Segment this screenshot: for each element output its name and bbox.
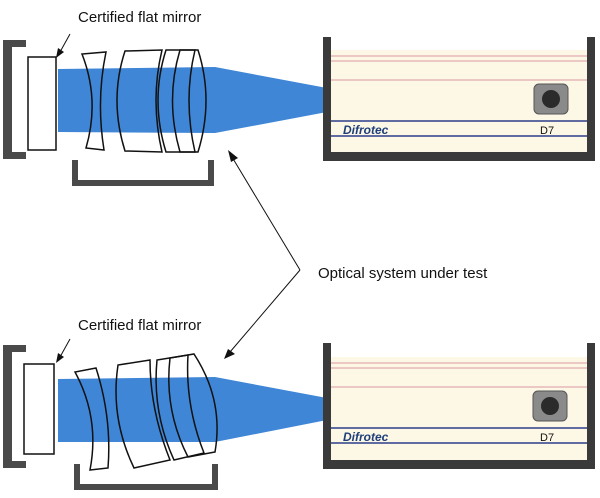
top-mirror-pointer-head <box>56 48 64 58</box>
top-flat-mirror <box>27 56 57 151</box>
top-instrument-button-knob <box>542 90 560 108</box>
bottom-lens-3 <box>155 354 206 461</box>
bottom-setup: Difrotec D7 Certified flat mirror <box>3 317 595 490</box>
bottom-lens-1 <box>73 367 110 471</box>
top-lens-4 <box>171 49 207 153</box>
top-beam <box>58 67 327 133</box>
bottom-lens-2 <box>115 359 172 469</box>
top-instrument: Difrotec D7 <box>323 37 595 161</box>
bottom-instrument-model: D7 <box>540 432 554 444</box>
top-setup: Difrotec D7 Certified flat mirror <box>3 9 595 186</box>
system-under-test-callout: Optical system under test <box>224 150 488 359</box>
bottom-mirror-label: Certified flat mirror <box>78 317 201 334</box>
top-instrument-brand: Difrotec <box>343 123 389 137</box>
bottom-instrument-button-knob <box>541 397 559 415</box>
callout-arrow-down <box>224 349 235 359</box>
top-mirror-label: Certified flat mirror <box>78 9 201 26</box>
bottom-mirror-pointer-head <box>56 353 64 363</box>
top-instrument-model: D7 <box>540 125 554 137</box>
bottom-mirror-bracket <box>3 345 26 468</box>
top-mirror-pointer <box>59 33 71 53</box>
bottom-mirror-pointer <box>59 338 71 358</box>
callout-line-up <box>231 156 301 271</box>
top-lens-1 <box>80 51 107 151</box>
bottom-flat-mirror <box>23 363 55 455</box>
callout-line-down <box>229 269 301 353</box>
callout-arrow-up <box>228 150 238 162</box>
bottom-instrument-brand: Difrotec <box>343 430 389 444</box>
bottom-lens-rail <box>74 464 218 490</box>
top-mirror-bracket <box>3 40 26 159</box>
bottom-instrument: Difrotec D7 <box>323 343 595 469</box>
system-under-test-label: Optical system under test <box>318 265 488 282</box>
bottom-beam <box>58 377 327 442</box>
bottom-lens-4 <box>168 353 218 458</box>
top-lens-rail <box>72 160 214 186</box>
top-lens-2 <box>116 49 163 153</box>
